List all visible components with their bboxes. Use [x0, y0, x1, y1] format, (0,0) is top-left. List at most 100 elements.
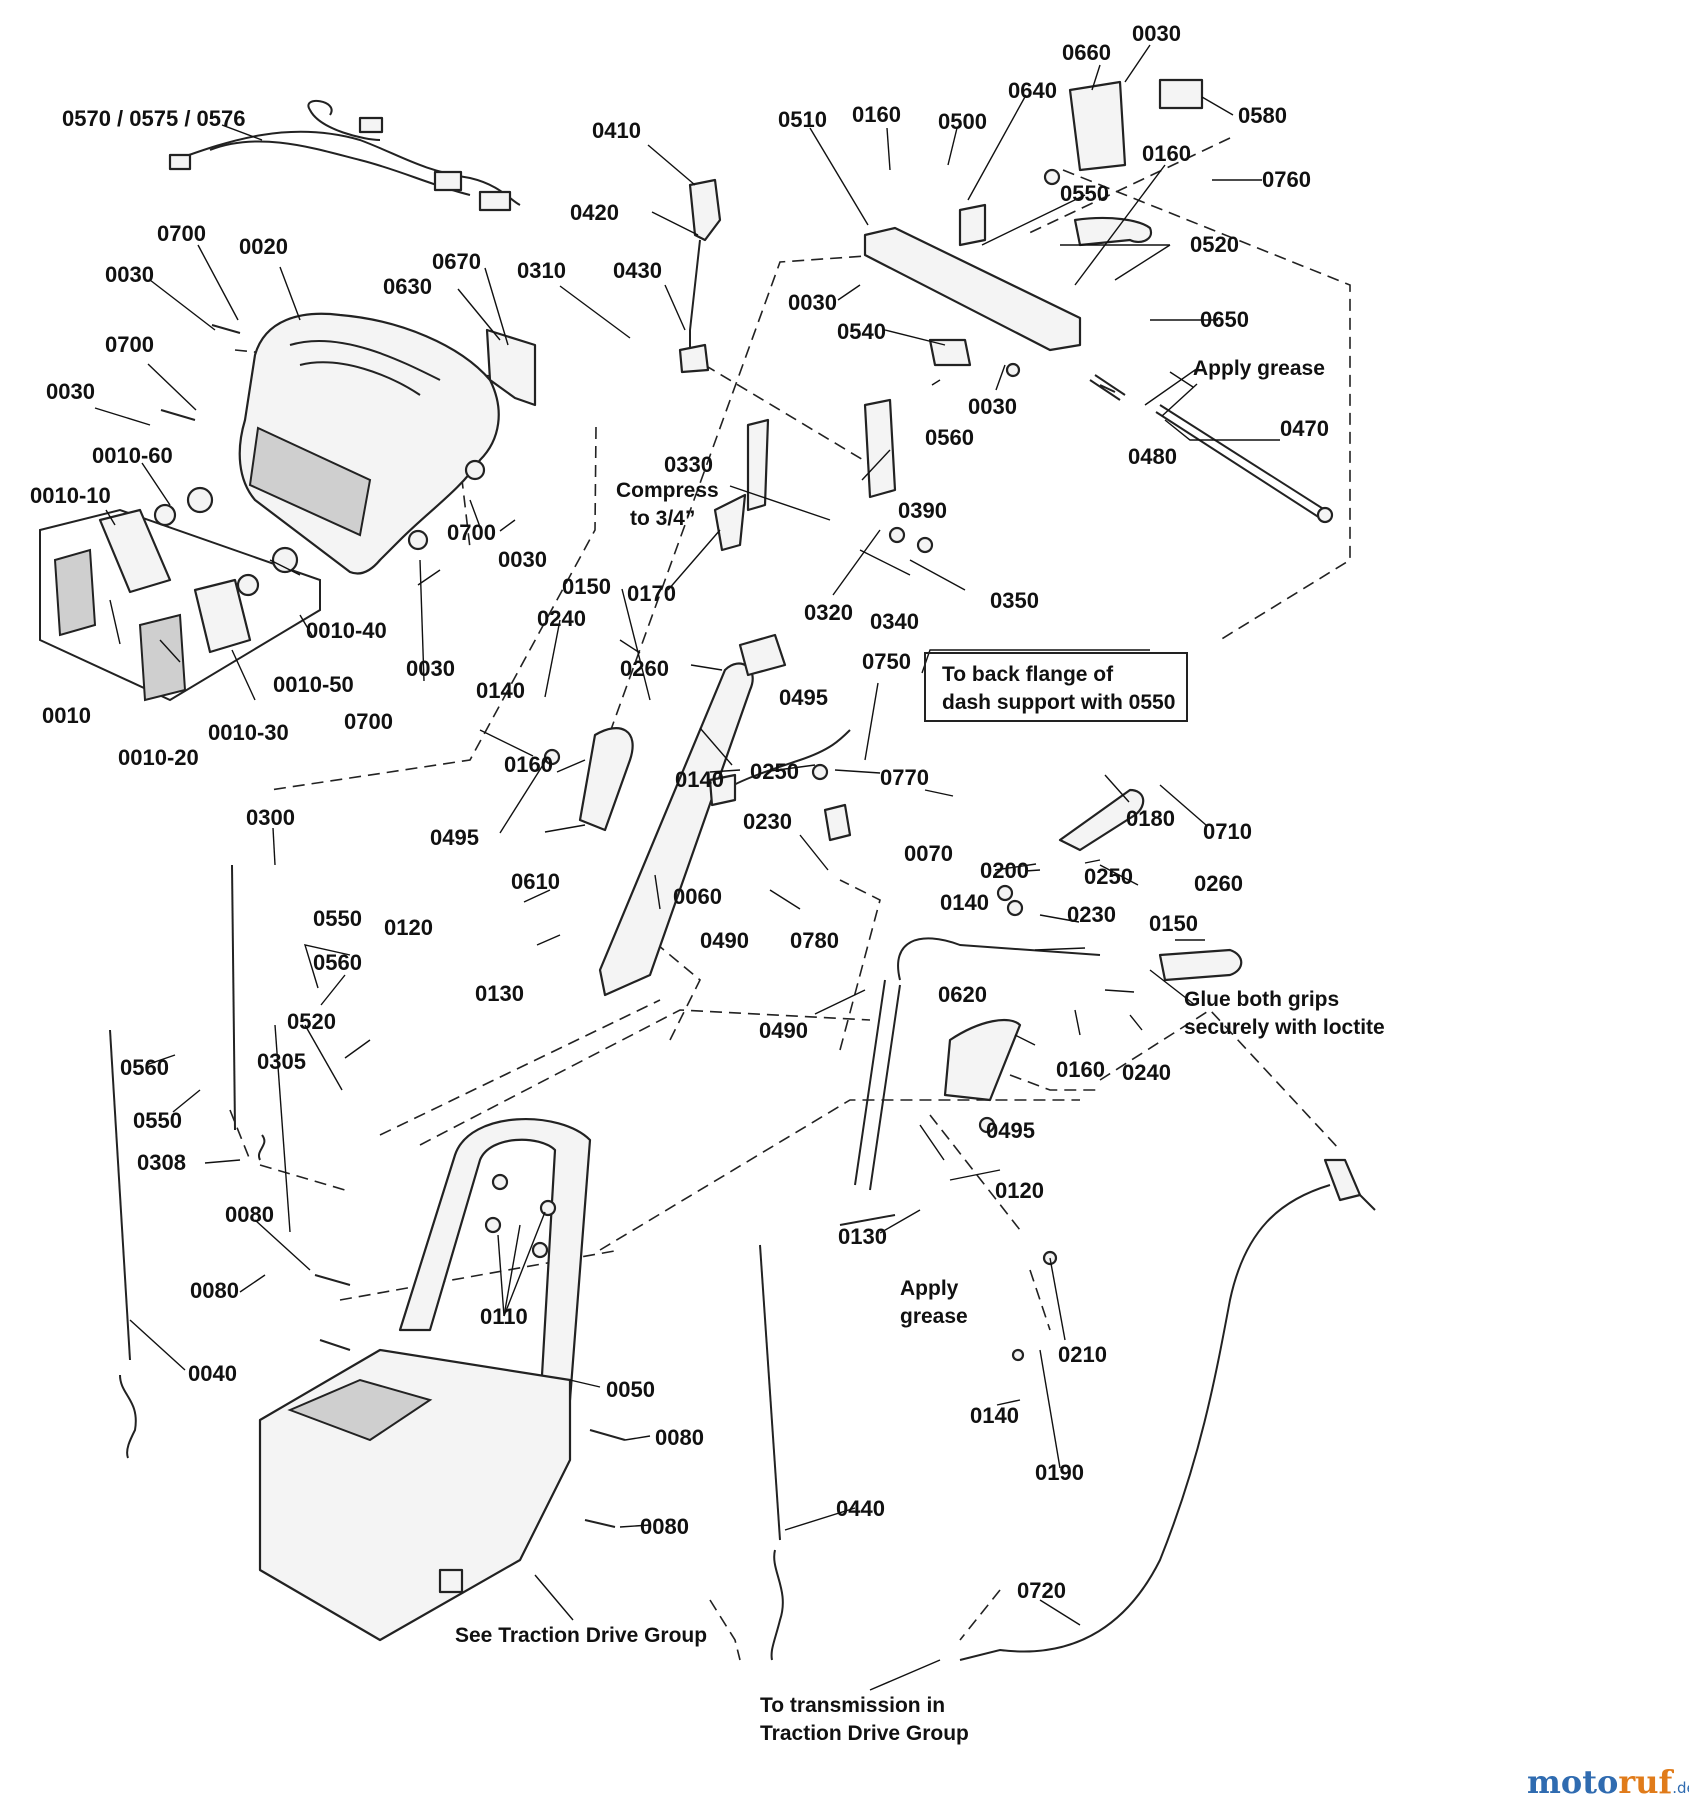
headlight-assembly: [39, 486, 321, 702]
callout-0630: 0630: [383, 274, 432, 299]
lower-frame: [258, 1118, 592, 1642]
cables: [109, 864, 1376, 1661]
callout-0330: 0330: [664, 452, 713, 477]
callout-0340: 0340: [870, 609, 919, 634]
callout-0240b: 0240: [1122, 1060, 1171, 1085]
callout-0200: 0200: [980, 858, 1029, 883]
callout-0080d: 0080: [640, 1514, 689, 1539]
note-apply-grease: Apply grease: [1193, 357, 1325, 380]
callout-0140b: 0140: [675, 767, 724, 792]
callout-0500: 0500: [938, 109, 987, 134]
callout-0120b: 0120: [995, 1178, 1044, 1203]
callout-0710: 0710: [1203, 819, 1252, 844]
callout-0010-30: 0010-30: [208, 720, 289, 745]
note-see-traction-drive: See Traction Drive Group: [455, 1624, 707, 1647]
callout-0495c: 0495: [986, 1118, 1035, 1143]
callout-0160c: 0160: [504, 752, 553, 777]
note-apply-grease-2-line2: grease: [900, 1305, 968, 1328]
callout-0550a: 0550: [1060, 181, 1109, 206]
note-back-flange-line2: dash support with 0550: [942, 691, 1175, 714]
callout-0650: 0650: [1200, 307, 1249, 332]
callout-0080b: 0080: [190, 1278, 239, 1303]
watermark-suffix: .de: [1672, 1779, 1689, 1797]
callout-0700d: 0700: [344, 709, 393, 734]
callout-0550b: 0550: [313, 906, 362, 931]
callout-0080c: 0080: [655, 1425, 704, 1450]
callout-0010: 0010: [42, 703, 91, 728]
callout-0230a: 0230: [743, 809, 792, 834]
svg-text:motoruf.de: motoruf.de: [1527, 1763, 1689, 1800]
callout-0560a: 0560: [925, 425, 974, 450]
callout-0050: 0050: [606, 1377, 655, 1402]
callout-0305: 0305: [257, 1049, 306, 1074]
callout-0030c: 0030: [968, 394, 1017, 419]
callout-0030e: 0030: [46, 379, 95, 404]
callout-0240a: 0240: [537, 606, 586, 631]
callout-0010-60: 0010-60: [92, 443, 173, 468]
note-glue-grips-line2: securely with loctite: [1184, 1016, 1385, 1039]
callout-0130b: 0130: [838, 1224, 887, 1249]
callout-0250b: 0250: [1084, 864, 1133, 889]
callout-0140c: 0140: [940, 890, 989, 915]
callout-0210: 0210: [1058, 1342, 1107, 1367]
callout-0030f: 0030: [498, 547, 547, 572]
note-back-flange-line1: To back flange of: [942, 663, 1114, 686]
callout-0580: 0580: [1238, 103, 1287, 128]
callout-0480: 0480: [1128, 444, 1177, 469]
callout-0150a: 0150: [562, 574, 611, 599]
callout-0230b: 0230: [1067, 902, 1116, 927]
watermark-part2: ruf: [1618, 1763, 1674, 1800]
leader-lines: [94, 44, 1280, 1691]
callout-0520b: 0520: [287, 1009, 336, 1034]
callout-0040: 0040: [188, 1361, 237, 1386]
left-handle: [578, 633, 852, 997]
callout-0150b: 0150: [1149, 911, 1198, 936]
callout-0670: 0670: [432, 249, 481, 274]
callout-0030g: 0030: [406, 656, 455, 681]
callout-0250a: 0250: [750, 759, 799, 784]
callout-0190: 0190: [1035, 1460, 1084, 1485]
hardware-marks: [160, 168, 1061, 1528]
notes: Apply grease Compress to 3/4” To back fl…: [455, 357, 1385, 1745]
callout-0700c: 0700: [447, 520, 496, 545]
callout-0160d: 0160: [1056, 1057, 1105, 1082]
callout-0170: 0170: [627, 581, 676, 606]
callout-0660: 0660: [1062, 40, 1111, 65]
callout-0420: 0420: [570, 200, 619, 225]
callout-0010-40: 0010-40: [306, 618, 387, 643]
callout-0750: 0750: [862, 649, 911, 674]
callout-0320: 0320: [804, 600, 853, 625]
callout-0495b: 0495: [430, 825, 479, 850]
part-artwork: [39, 78, 1376, 1661]
right-handle: [854, 788, 1243, 1191]
callout-0520a: 0520: [1190, 232, 1239, 257]
callout-0140d: 0140: [970, 1403, 1019, 1428]
callout-0260a: 0260: [620, 656, 669, 681]
callout-0440: 0440: [836, 1496, 885, 1521]
callout-0310: 0310: [517, 258, 566, 283]
callout-0390: 0390: [898, 498, 947, 523]
callout-0610: 0610: [511, 869, 560, 894]
watermark-part1: moto: [1527, 1763, 1618, 1800]
wiring-harness: [168, 99, 521, 212]
callout-0470: 0470: [1280, 416, 1329, 441]
note-compress-line2: to 3/4”: [630, 507, 695, 530]
callout-0140a: 0140: [476, 678, 525, 703]
callout-0110: 0110: [480, 1304, 528, 1329]
rod: [1089, 374, 1334, 524]
callout-0080a: 0080: [225, 1202, 274, 1227]
callout-0130a: 0130: [475, 981, 524, 1006]
upper-handle-left: [713, 418, 770, 552]
callout-0560b: 0560: [313, 950, 362, 975]
callout-0030d: 0030: [105, 262, 154, 287]
note-compress-line1: Compress: [616, 479, 719, 502]
callout-0180: 0180: [1126, 806, 1175, 831]
callout-0308: 0308: [137, 1150, 186, 1175]
callout-0550c: 0550: [133, 1108, 182, 1133]
dash-console: [238, 312, 537, 575]
callout-0700a: 0700: [157, 221, 206, 246]
callout-0010-20: 0010-20: [118, 745, 199, 770]
callout-0010-50: 0010-50: [273, 672, 354, 697]
callout-0410: 0410: [592, 118, 641, 143]
